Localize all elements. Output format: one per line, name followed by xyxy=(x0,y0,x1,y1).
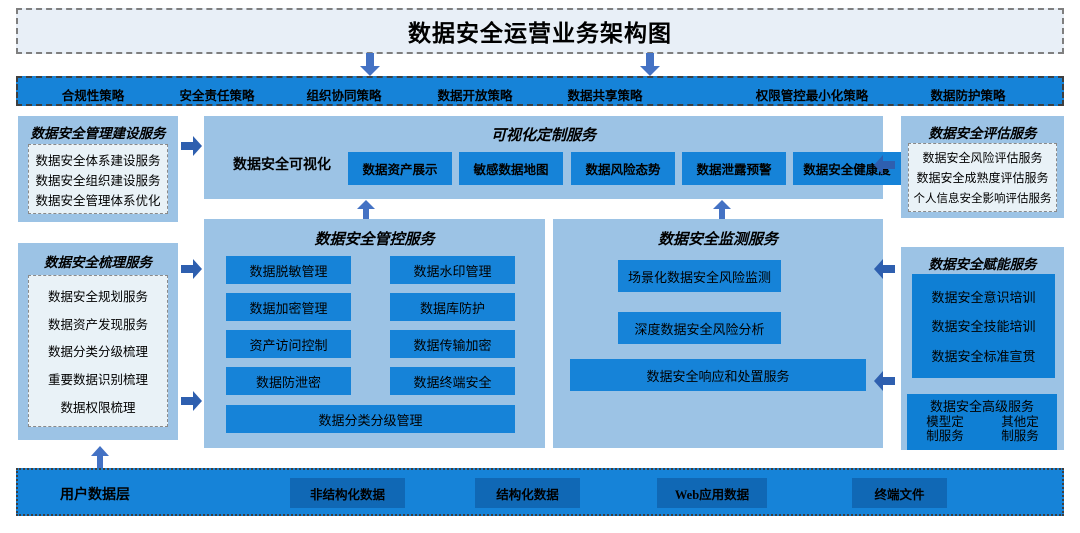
advanced-right-line1: 其他定 xyxy=(1001,415,1039,429)
control-left-chip-2[interactable]: 资产访问控制 xyxy=(226,330,351,358)
control-title: 数据安全管控服务 xyxy=(314,232,435,248)
assessment-item-2[interactable]: 个人信息安全影响评估服务 xyxy=(913,193,1052,206)
sorting-item-0[interactable]: 数据安全规划服务 xyxy=(47,290,148,305)
management-item-2[interactable]: 数据安全管理体系优化 xyxy=(35,193,161,208)
left-arrow-advanced xyxy=(873,371,895,391)
panel-visualization-service: 可视化定制服务 数据安全可视化 数据资产展示 敏感数据地图 数据风险态势 数据泄… xyxy=(204,116,901,199)
bottom-chip-1[interactable]: 结构化数据 xyxy=(475,478,580,508)
diagram-title-banner: 数据安全运营业务架构图 xyxy=(16,8,1064,54)
advanced-left-label[interactable]: 模型定 制服务 xyxy=(915,415,975,443)
visualization-chip-0[interactable]: 数据资产展示 xyxy=(348,152,452,185)
assessment-item-0[interactable]: 数据安全风险评估服务 xyxy=(922,150,1043,165)
bottom-chip-3[interactable]: 终端文件 xyxy=(852,478,947,508)
control-left-chip-0[interactable]: 数据脱敏管理 xyxy=(226,256,351,284)
sorting-item-4[interactable]: 数据权限梳理 xyxy=(60,400,136,415)
strategy-item-2[interactable]: 组织协同策略 xyxy=(306,89,382,103)
enablement-item-1[interactable]: 数据安全技能培训 xyxy=(931,319,1036,335)
visualization-chip-1[interactable]: 敏感数据地图 xyxy=(459,152,563,185)
strategy-item-3[interactable]: 数据开放策略 xyxy=(437,89,513,103)
down-arrow-policy-1 xyxy=(359,53,381,77)
control-right-chip-2[interactable]: 数据传输加密 xyxy=(390,330,515,358)
control-wide-chip[interactable]: 数据分类分级管理 xyxy=(226,405,515,433)
control-right-chip-0[interactable]: 数据水印管理 xyxy=(390,256,515,284)
sorting-item-3[interactable]: 重要数据识别梳理 xyxy=(47,373,148,388)
up-arrow-control xyxy=(356,200,376,222)
strategy-item-6[interactable]: 数据防护策略 xyxy=(930,89,1006,103)
strategy-item-1[interactable]: 安全责任策略 xyxy=(179,89,255,103)
assessment-item-1[interactable]: 数据安全成熟度评估服务 xyxy=(916,171,1049,186)
up-arrow-monitoring xyxy=(712,200,732,222)
advanced-service-box: 数据安全高级服务 模型定 制服务 其他定 制服务 xyxy=(907,394,1057,450)
enablement-item-0[interactable]: 数据安全意识培训 xyxy=(931,290,1036,306)
sorting-item-1[interactable]: 数据资产发现服务 xyxy=(47,317,148,332)
bottom-chip-0[interactable]: 非结构化数据 xyxy=(290,478,405,508)
advanced-left-line2: 制服务 xyxy=(926,429,964,443)
management-item-1[interactable]: 数据安全组织建设服务 xyxy=(35,173,161,188)
strategy-item-0[interactable]: 合规性策略 xyxy=(61,89,125,103)
management-item-0[interactable]: 数据安全体系建设服务 xyxy=(35,153,161,168)
left-arrow-enablement xyxy=(873,259,895,279)
up-arrow-user-data xyxy=(90,446,110,470)
visualization-chip-3[interactable]: 数据泄露预警 xyxy=(682,152,786,185)
visualization-title: 可视化定制服务 xyxy=(490,128,596,144)
enablement-item-2[interactable]: 数据安全标准宣贯 xyxy=(931,348,1036,364)
strategy-item-5[interactable]: 权限管控最小化策略 xyxy=(755,89,869,103)
monitoring-chip-0[interactable]: 场景化数据安全风险监测 xyxy=(618,260,781,292)
bottom-user-data-layer: 用户数据层 非结构化数据 结构化数据 Web应用数据 终端文件 xyxy=(16,468,1064,516)
right-arrow-sorting-bottom xyxy=(181,391,203,411)
monitoring-title: 数据安全监测服务 xyxy=(657,232,778,248)
advanced-right-label[interactable]: 其他定 制服务 xyxy=(990,415,1050,443)
panel-assessment-service: 数据安全评估服务 数据安全风险评估服务 数据安全成熟度评估服务 个人信息安全影响… xyxy=(901,116,1064,218)
strategy-bar: 合规性策略 安全责任策略 组织协同策略 数据开放策略 数据共享策略 权限管控最小… xyxy=(16,76,1064,106)
advanced-right-line2: 制服务 xyxy=(1001,429,1039,443)
bottom-chip-2[interactable]: Web应用数据 xyxy=(657,478,767,508)
panel-advanced-service: 数据安全高级服务 模型定 制服务 其他定 制服务 xyxy=(901,389,1064,450)
sorting-item-list: 数据安全规划服务 数据资产发现服务 数据分类分级梳理 重要数据识别梳理 数据权限… xyxy=(28,275,168,427)
monitoring-chip-1[interactable]: 深度数据安全风险分析 xyxy=(618,312,781,344)
enablement-title: 数据安全赋能服务 xyxy=(928,257,1037,272)
sorting-item-2[interactable]: 数据分类分级梳理 xyxy=(47,345,148,360)
page-title: 数据安全运营业务架构图 xyxy=(408,21,672,46)
panel-management-title: 数据安全管理建设服务 xyxy=(30,126,166,141)
panel-sorting-title: 数据安全梳理服务 xyxy=(44,255,152,270)
bottom-layer-label: 用户数据层 xyxy=(60,488,130,503)
visualization-subtitle: 数据安全可视化 xyxy=(233,158,331,173)
visualization-chip-2[interactable]: 数据风险态势 xyxy=(571,152,675,185)
down-arrow-policy-2 xyxy=(639,53,661,77)
control-left-chip-3[interactable]: 数据防泄密 xyxy=(226,367,351,395)
panel-management-build-service: 数据安全管理建设服务 数据安全体系建设服务 数据安全组织建设服务 数据安全管理体… xyxy=(18,116,178,222)
monitoring-chip-2[interactable]: 数据安全响应和处置服务 xyxy=(570,359,866,391)
strategy-item-4[interactable]: 数据共享策略 xyxy=(567,89,643,103)
panel-control-service: 数据安全管控服务 数据脱敏管理 数据加密管理 资产访问控制 数据防泄密 数据水印… xyxy=(204,219,545,448)
advanced-title: 数据安全高级服务 xyxy=(929,399,1034,414)
panel-monitoring-service: 数据安全监测服务 场景化数据安全风险监测 深度数据安全风险分析 数据安全响应和处… xyxy=(553,219,883,448)
assessment-item-list: 数据安全风险评估服务 数据安全成熟度评估服务 个人信息安全影响评估服务 xyxy=(908,143,1057,212)
enablement-item-list: 数据安全意识培训 数据安全技能培训 数据安全标准宣贯 xyxy=(912,274,1055,378)
assessment-title: 数据安全评估服务 xyxy=(928,126,1037,141)
control-right-chip-1[interactable]: 数据库防护 xyxy=(390,293,515,321)
left-arrow-assessment xyxy=(873,155,895,175)
right-arrow-sorting-top xyxy=(181,259,203,279)
panel-data-sorting-service: 数据安全梳理服务 数据安全规划服务 数据资产发现服务 数据分类分级梳理 重要数据… xyxy=(18,243,178,440)
panel-enablement-service: 数据安全赋能服务 数据安全意识培训 数据安全技能培训 数据安全标准宣贯 xyxy=(901,247,1064,397)
right-arrow-management xyxy=(181,136,203,156)
control-right-chip-3[interactable]: 数据终端安全 xyxy=(390,367,515,395)
control-left-chip-1[interactable]: 数据加密管理 xyxy=(226,293,351,321)
management-item-list: 数据安全体系建设服务 数据安全组织建设服务 数据安全管理体系优化 xyxy=(28,144,168,214)
advanced-left-line1: 模型定 xyxy=(926,415,964,429)
